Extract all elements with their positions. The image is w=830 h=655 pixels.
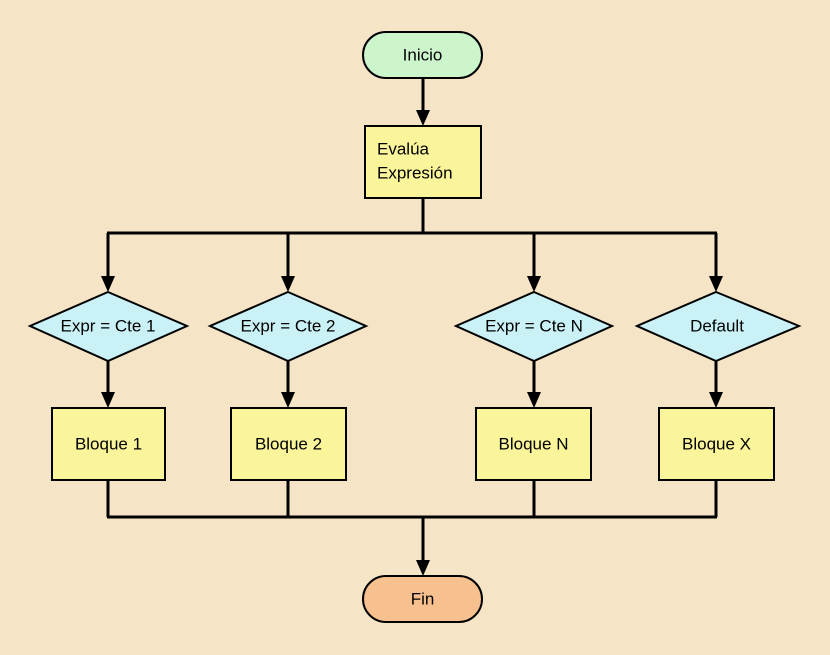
end-label: Fin (411, 589, 435, 608)
arrowhead-case1 (101, 276, 115, 292)
block2-label: Bloque 2 (255, 434, 322, 453)
evaluate-shape (364, 125, 482, 199)
decision-case1: Expr = Cte 1 (27, 290, 190, 363)
start-terminal: Inicio (362, 31, 483, 79)
arrowhead-blockX (709, 392, 723, 408)
end-shape (362, 575, 483, 623)
caseN-label: Expr = Cte N (485, 316, 583, 335)
evaluate-process: Evalúa Expresión (364, 125, 482, 199)
decision-caseN: Expr = Cte N (453, 290, 615, 363)
start-label: Inicio (403, 45, 443, 64)
blockN-label: Bloque N (499, 434, 569, 453)
block2-shape (230, 407, 347, 481)
block-1: Bloque 1 (51, 407, 166, 481)
arrowhead-case2 (281, 276, 295, 292)
default-shape (634, 290, 802, 363)
case2-label: Expr = Cte 2 (241, 316, 336, 335)
block1-label: Bloque 1 (75, 434, 142, 453)
block-n: Bloque N (475, 407, 592, 481)
decision-default: Default (634, 290, 802, 363)
case2-shape (207, 290, 369, 363)
blockN-shape (475, 407, 592, 481)
arrowhead-caseN (527, 276, 541, 292)
arrowhead-block1 (101, 392, 115, 408)
decision-case2: Expr = Cte 2 (207, 290, 369, 363)
arrowhead-evaluate (416, 110, 430, 126)
case1-shape (27, 290, 190, 363)
start-shape (362, 31, 483, 79)
evaluate-label-line2: Expresión (377, 163, 453, 182)
arrowhead-default (709, 276, 723, 292)
blockX-shape (658, 407, 775, 481)
block-x: Bloque X (658, 407, 775, 481)
arrowhead-block2 (281, 392, 295, 408)
caseN-shape (453, 290, 615, 363)
arrowhead-blockN (527, 392, 541, 408)
connectors (101, 78, 723, 576)
evaluate-label-line1: Evalúa (377, 139, 430, 158)
block1-shape (51, 407, 166, 481)
case1-label: Expr = Cte 1 (61, 316, 156, 335)
default-label: Default (690, 316, 744, 335)
end-terminal: Fin (362, 575, 483, 623)
arrowhead-end (416, 560, 430, 576)
blockX-label: Bloque X (682, 434, 751, 453)
block-2: Bloque 2 (230, 407, 347, 481)
